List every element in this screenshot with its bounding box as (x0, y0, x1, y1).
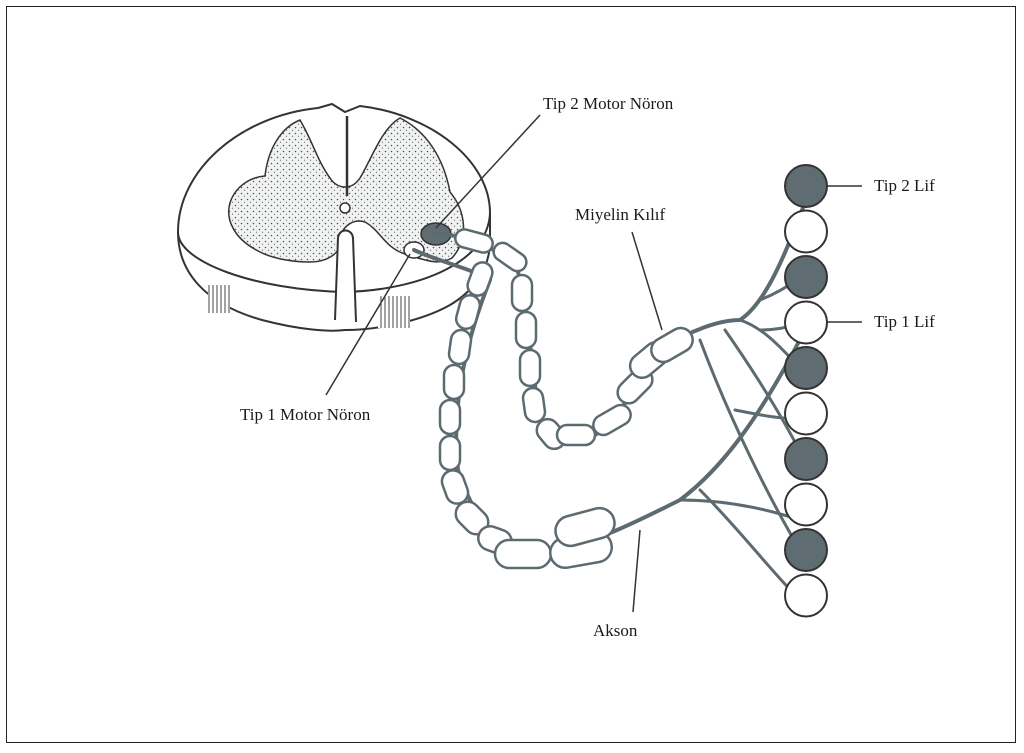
anterior-fissure (335, 231, 356, 323)
type1-muscle-fiber (785, 484, 827, 526)
type1-muscle-fiber (785, 575, 827, 617)
label-myelin-sheath: Miyelin Kılıf (575, 205, 665, 225)
label-type2-fiber: Tip 2 Lif (874, 176, 935, 196)
spinal-cord-hatch-left (208, 285, 230, 313)
label-type1-fiber: Tip 1 Lif (874, 312, 935, 332)
label-type1-motor-neuron: Tip 1 Motor Nöron (240, 405, 370, 425)
central-canal (340, 203, 350, 213)
type2-muscle-fiber (785, 256, 827, 298)
type2-muscle-fiber (785, 347, 827, 389)
type1-muscle-fiber (785, 211, 827, 253)
leader-myelin-sheath (632, 232, 662, 330)
type1-muscle-fiber (785, 393, 827, 435)
spinal-cord (178, 104, 490, 331)
myelin-segments (439, 227, 697, 570)
type2-muscle-fiber (785, 438, 827, 480)
type1-muscle-fiber (785, 302, 827, 344)
type2-muscle-fiber (785, 165, 827, 207)
label-axon: Akson (593, 621, 637, 641)
label-type2-motor-neuron: Tip 2 Motor Nöron (543, 94, 673, 114)
muscle-fiber-column (785, 165, 827, 617)
leader-axon (633, 530, 640, 612)
type2-muscle-fiber (785, 529, 827, 571)
